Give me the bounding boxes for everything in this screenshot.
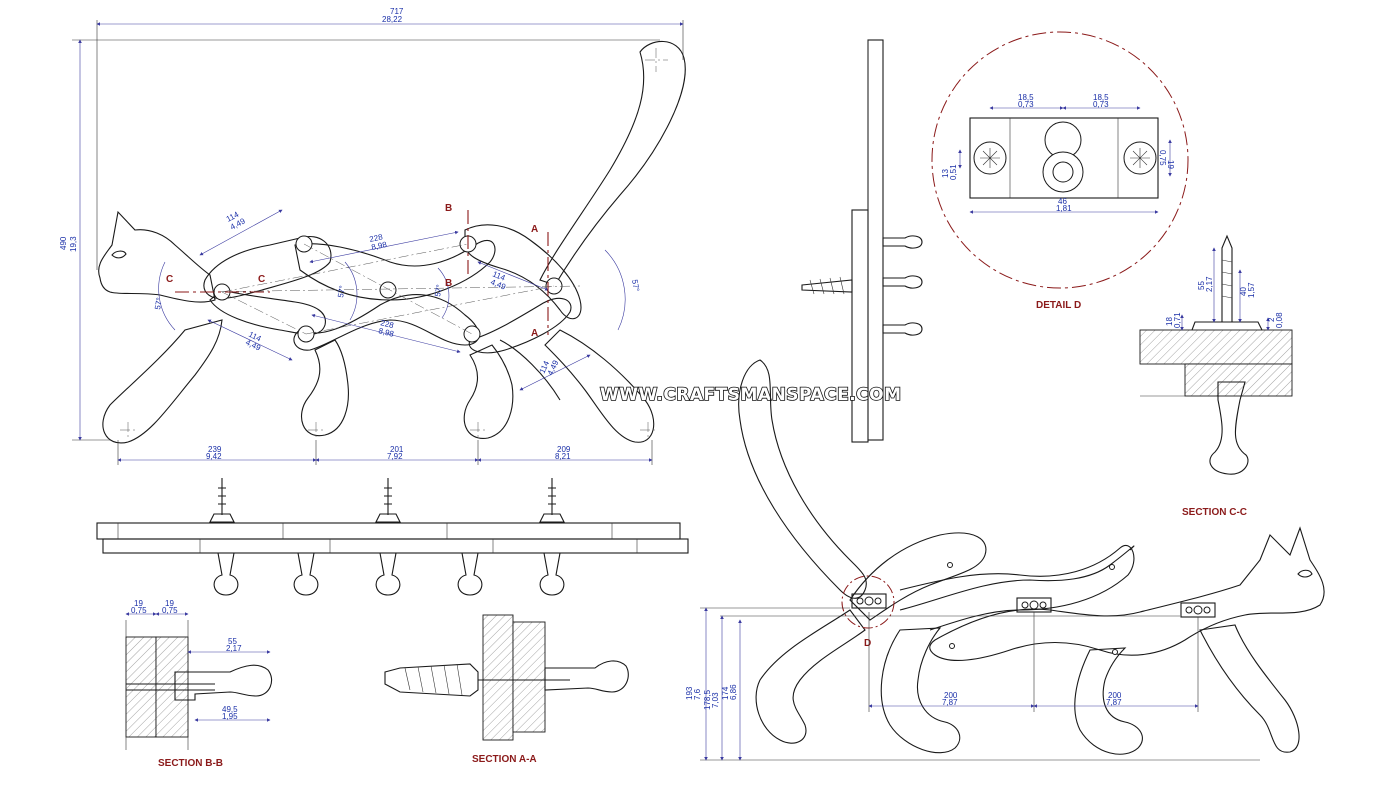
peg <box>375 552 401 596</box>
section-b-b: 19 0,75 19 0,75 55 2,17 49,5 1,95 SECTIO… <box>125 599 273 769</box>
section-c-c-label: SECTION C-C <box>1182 507 1247 518</box>
dim-c-40: 40 <box>1239 287 1248 296</box>
dim-angle-57-c: 57° <box>433 284 444 297</box>
dim-b-495-in: 1,95 <box>222 712 238 721</box>
section-a-a: SECTION A-A <box>384 614 629 765</box>
dim-b-55: 55 <box>228 637 237 646</box>
dim-b-19-b: 19 <box>165 599 174 608</box>
dim-p-1785: 178,5 <box>703 689 712 710</box>
rear-link-2 <box>899 545 1135 631</box>
rear-leg-3 <box>1074 647 1143 755</box>
leg-rear-left <box>463 344 514 439</box>
detail-mark-d: D <box>864 638 871 649</box>
dim-d-185: 18,5 <box>1018 93 1034 102</box>
dim-b-19: 19 <box>134 599 143 608</box>
dim-p-193-in: 7,6 <box>693 688 702 700</box>
dim-b-19-in: 0,75 <box>131 606 147 615</box>
dim-d-46: 46 <box>1058 197 1067 206</box>
pivot-hole <box>379 281 397 299</box>
dim-angle-57-d: 57° <box>630 279 641 292</box>
rear-leg-4 <box>1199 624 1300 753</box>
cat-tail <box>539 40 686 286</box>
link-lower-right <box>468 297 572 354</box>
dim-overall-width: 717 <box>390 7 404 16</box>
rear-view-cat: D 193 7,6 178,5 7,03 174 6,86 200 7,87 2… <box>685 359 1325 761</box>
dim-angle-57: 57° <box>153 297 164 310</box>
dim-d-19-in: 0,75 <box>1158 150 1167 166</box>
dim-c-55-in: 2,17 <box>1205 276 1214 292</box>
dim-c-2: 2 <box>1267 317 1276 322</box>
cut-mark-c-right: C <box>258 274 265 285</box>
dim-p-200: 200 <box>944 691 958 700</box>
dim-overall-height: 490 <box>59 236 68 250</box>
dim-d-13: 13 <box>941 169 950 178</box>
peg <box>539 552 565 596</box>
dim-d-13-in: 0,51 <box>949 164 958 180</box>
cut-mark-b-bottom: B <box>445 278 452 289</box>
dim-base-209: 209 <box>557 445 571 454</box>
dim-base-201: 201 <box>390 445 404 454</box>
dim-p-200-b-in: 7,87 <box>1106 698 1122 707</box>
pivot-hole <box>463 325 481 343</box>
dim-c-18-in: 0,71 <box>1173 312 1182 328</box>
watermark: WWW.CRAFTSMANSPACE.COM <box>600 385 902 405</box>
dim-d-185-b-in: 0,73 <box>1093 100 1109 109</box>
rear-tail <box>738 359 867 599</box>
cat-eye <box>111 250 127 259</box>
rear-link-head <box>929 526 1325 661</box>
front-view-cat-rack: 717 28,22 490 19,3 <box>59 7 686 465</box>
leg-front-left <box>102 319 223 444</box>
side-view <box>801 39 923 443</box>
dim-base-239: 239 <box>208 445 222 454</box>
dim-base-201-in: 7,92 <box>387 452 403 461</box>
dim-link-228-in: 8,98 <box>371 240 389 252</box>
dim-p-200-in: 7,87 <box>942 698 958 707</box>
rear-link-1 <box>849 532 987 621</box>
rear-eye <box>1297 569 1313 578</box>
dim-b-495: 49,5 <box>222 705 238 714</box>
dim-b-55-in: 2,17 <box>226 644 242 653</box>
dim-c-2-in: 0,08 <box>1275 312 1284 328</box>
dim-link-114-d-in: 4,49 <box>546 358 561 376</box>
rear-leg-1 <box>755 609 866 744</box>
cut-mark-b-top: B <box>445 203 452 214</box>
dim-d-19: 19 <box>1166 160 1175 169</box>
leg-front-right <box>300 339 349 437</box>
detail-d-label: DETAIL D <box>1036 300 1081 311</box>
cat-head <box>98 210 216 303</box>
cut-mark-c-left: C <box>166 274 173 285</box>
dim-c-55: 55 <box>1197 281 1206 290</box>
dim-c-40-in: 1,57 <box>1247 282 1256 298</box>
dim-p-1785-in: 7,03 <box>711 692 720 708</box>
cut-mark-a-top: A <box>531 224 538 235</box>
detail-d: 18,5 0,73 18,5 0,73 46 1,81 13 0,51 19 0… <box>931 31 1189 311</box>
top-view-board <box>96 478 689 596</box>
dim-d-46-in: 1,81 <box>1056 204 1072 213</box>
section-a-a-label: SECTION A-A <box>472 754 537 765</box>
peg <box>457 552 483 596</box>
cut-mark-a-bottom: A <box>531 328 538 339</box>
dim-c-18: 18 <box>1165 317 1174 326</box>
dim-link-228-b-in: 8,98 <box>378 326 396 339</box>
section-c-c: 55 2,17 40 1,57 18 0,71 2 0,08 SECTION C… <box>1139 234 1293 518</box>
dim-overall-height-in: 19,3 <box>69 236 78 252</box>
dim-p-174: 174 <box>721 686 730 700</box>
dim-link-114-c-in: 4,49 <box>489 278 507 292</box>
peg <box>293 552 319 596</box>
dim-d-185-b: 18,5 <box>1093 93 1109 102</box>
dim-base-209-in: 8,21 <box>555 452 571 461</box>
peg <box>213 552 239 596</box>
dim-d-185-in: 0,73 <box>1018 100 1034 109</box>
dim-angle-57-b: 57° <box>336 285 347 298</box>
dim-link-228: 228 <box>369 232 384 244</box>
dim-link-228-b: 228 <box>380 318 396 330</box>
dim-base-239-in: 9,42 <box>206 452 222 461</box>
dim-b-19-b-in: 0,75 <box>162 606 178 615</box>
section-b-b-label: SECTION B-B <box>158 758 223 769</box>
dim-p-174-in: 6,86 <box>729 684 738 700</box>
dim-p-193: 193 <box>685 686 694 700</box>
dim-p-200-b: 200 <box>1108 691 1122 700</box>
dim-overall-width-in: 28,22 <box>382 15 403 24</box>
